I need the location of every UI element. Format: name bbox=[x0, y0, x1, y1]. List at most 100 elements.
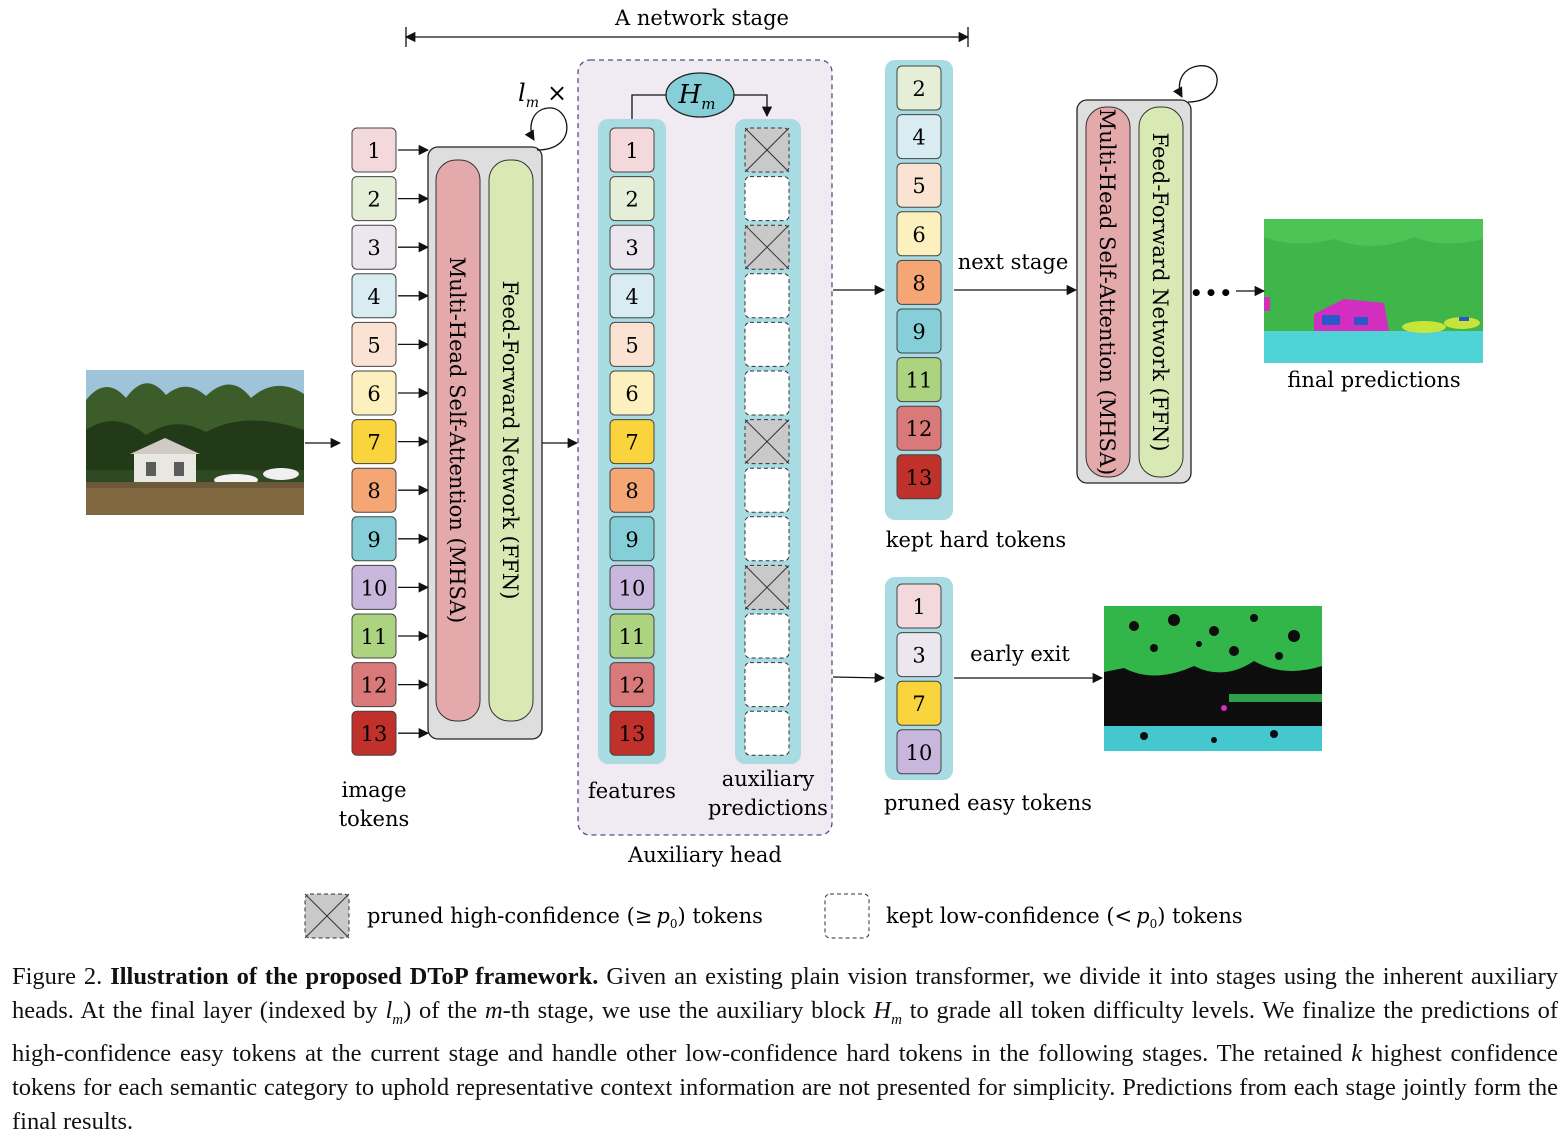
aux-pred-pruned-7 bbox=[744, 419, 790, 465]
caption-title: Illustration of the proposed DToP framew… bbox=[110, 963, 599, 990]
feature-token-10: 10 bbox=[609, 564, 655, 610]
kept-hard-label: kept hard tokens bbox=[886, 528, 1066, 552]
aux-pred-label-line2: predictions bbox=[708, 796, 828, 820]
aux-pred-kept-9 bbox=[744, 516, 790, 562]
image-token-7: 7 bbox=[351, 419, 430, 465]
aux-pred-kept-2 bbox=[744, 176, 790, 222]
token-number: 5 bbox=[912, 174, 925, 198]
image-token-12: 12 bbox=[351, 662, 430, 708]
image-token-1: 1 bbox=[351, 127, 430, 173]
pruned-token-1: 1 bbox=[896, 583, 942, 629]
image-tokens-label-line1: image bbox=[341, 778, 406, 802]
token-number: 3 bbox=[367, 236, 380, 260]
transformer-block: Multi-Head Self-Attention (MHSA) Feed-Fo… bbox=[427, 79, 568, 740]
token-number: 2 bbox=[367, 188, 380, 212]
next-repeat-loop-arrow bbox=[1172, 65, 1218, 103]
next-mhsa-label: Multi-Head Self-Attention (MHSA) bbox=[1095, 109, 1119, 475]
feature-token-4: 4 bbox=[609, 273, 655, 319]
continuation-dots: ••• bbox=[1190, 281, 1234, 305]
token-number: 11 bbox=[619, 625, 646, 649]
image-token-8: 8 bbox=[351, 467, 430, 513]
features-label: features bbox=[588, 779, 676, 803]
token-number: 12 bbox=[906, 417, 933, 441]
network-stage-span: A network stage bbox=[404, 6, 970, 47]
token-number: 4 bbox=[625, 285, 638, 309]
kept-token-5: 5 bbox=[896, 162, 942, 208]
token-number: 9 bbox=[367, 528, 380, 552]
feature-token-2: 2 bbox=[609, 176, 655, 222]
token-number: 8 bbox=[625, 479, 638, 503]
kept-token-11: 11 bbox=[896, 357, 942, 403]
token-number: 9 bbox=[625, 528, 638, 552]
token-number: 10 bbox=[906, 741, 933, 765]
aux-pred-kept-13 bbox=[744, 710, 790, 756]
token-number: 3 bbox=[625, 236, 638, 260]
next-stage-block: Multi-Head Self-Attention (MHSA) Feed-Fo… bbox=[1076, 65, 1218, 484]
feature-token-5: 5 bbox=[609, 321, 655, 367]
ffn-block bbox=[488, 159, 534, 722]
token-number: 8 bbox=[912, 271, 925, 295]
aux-pred-kept-8 bbox=[744, 467, 790, 513]
ffn-label: Feed-Forward Network (FFN) bbox=[498, 281, 522, 600]
feature-token-7: 7 bbox=[609, 419, 655, 465]
image-token-5: 5 bbox=[351, 321, 430, 367]
aux-pred-pruned-1 bbox=[744, 127, 790, 173]
caption-text-5: highest confidence tokens for each seman… bbox=[12, 1039, 1559, 1135]
kept-token-13: 13 bbox=[896, 454, 942, 500]
kept-token-2: 2 bbox=[896, 65, 942, 111]
aux-pred-pruned-3 bbox=[744, 224, 790, 270]
mhsa-label: Multi-Head Self-Attention (MHSA) bbox=[445, 257, 469, 623]
token-number: 6 bbox=[367, 382, 380, 406]
legend-kept-swatch bbox=[824, 893, 870, 939]
auxiliary-predictions-column bbox=[744, 127, 790, 756]
token-number: 7 bbox=[367, 431, 380, 455]
image-tokens-label-line2: tokens bbox=[339, 807, 410, 831]
caption-figure-label: Figure 2. bbox=[12, 963, 103, 990]
image-token-9: 9 bbox=[351, 516, 430, 562]
token-number: 1 bbox=[912, 595, 925, 619]
token-number: 12 bbox=[619, 674, 646, 698]
token-number: 1 bbox=[625, 139, 638, 163]
network-stage-label: A network stage bbox=[614, 6, 789, 30]
token-number: 11 bbox=[906, 369, 933, 393]
aux-pred-pruned-10 bbox=[744, 564, 790, 610]
image-token-13: 13 bbox=[351, 710, 430, 756]
final-predictions-label: final predictions bbox=[1287, 368, 1460, 392]
auxiliary-block-ellipse bbox=[665, 72, 735, 118]
token-number: 10 bbox=[361, 576, 388, 600]
token-number: 10 bbox=[619, 576, 646, 600]
caption-k: k bbox=[1351, 1039, 1363, 1067]
aux-pred-label-line1: auxiliary bbox=[722, 767, 815, 791]
token-number: 7 bbox=[625, 431, 638, 455]
token-number: 2 bbox=[912, 77, 925, 101]
aux-pred-kept-6 bbox=[744, 370, 790, 416]
token-number: 11 bbox=[361, 625, 388, 649]
caption-text-4: to grade all token difficulty levels. We… bbox=[12, 997, 1559, 1067]
aux-head-label: Auxiliary head bbox=[627, 843, 782, 867]
token-number: 7 bbox=[912, 692, 925, 716]
legend: pruned high-confidence (≥p0) tokens kept… bbox=[304, 893, 1243, 939]
next-ffn-label: Feed-Forward Network (FFN) bbox=[1148, 133, 1172, 452]
kept-token-9: 9 bbox=[896, 308, 942, 354]
feature-token-3: 3 bbox=[609, 224, 655, 270]
token-number: 12 bbox=[361, 674, 388, 698]
token-number: 5 bbox=[625, 333, 638, 357]
auxiliary-block-symbol: Hm bbox=[678, 80, 716, 113]
early-exit-label: early exit bbox=[970, 642, 1070, 666]
token-number: 2 bbox=[625, 188, 638, 212]
aux-pred-kept-12 bbox=[744, 662, 790, 708]
feature-token-8: 8 bbox=[609, 467, 655, 513]
final-predictions-image bbox=[1264, 219, 1483, 363]
repeat-label: lm× bbox=[518, 79, 567, 111]
legend-kept-label: kept low-confidence (<p0) tokens bbox=[886, 904, 1243, 931]
aux-pred-kept-11 bbox=[744, 613, 790, 659]
kept-token-8: 8 bbox=[896, 259, 942, 305]
token-number: 6 bbox=[625, 382, 638, 406]
token-number: 13 bbox=[906, 466, 933, 490]
token-number: 9 bbox=[912, 320, 925, 344]
